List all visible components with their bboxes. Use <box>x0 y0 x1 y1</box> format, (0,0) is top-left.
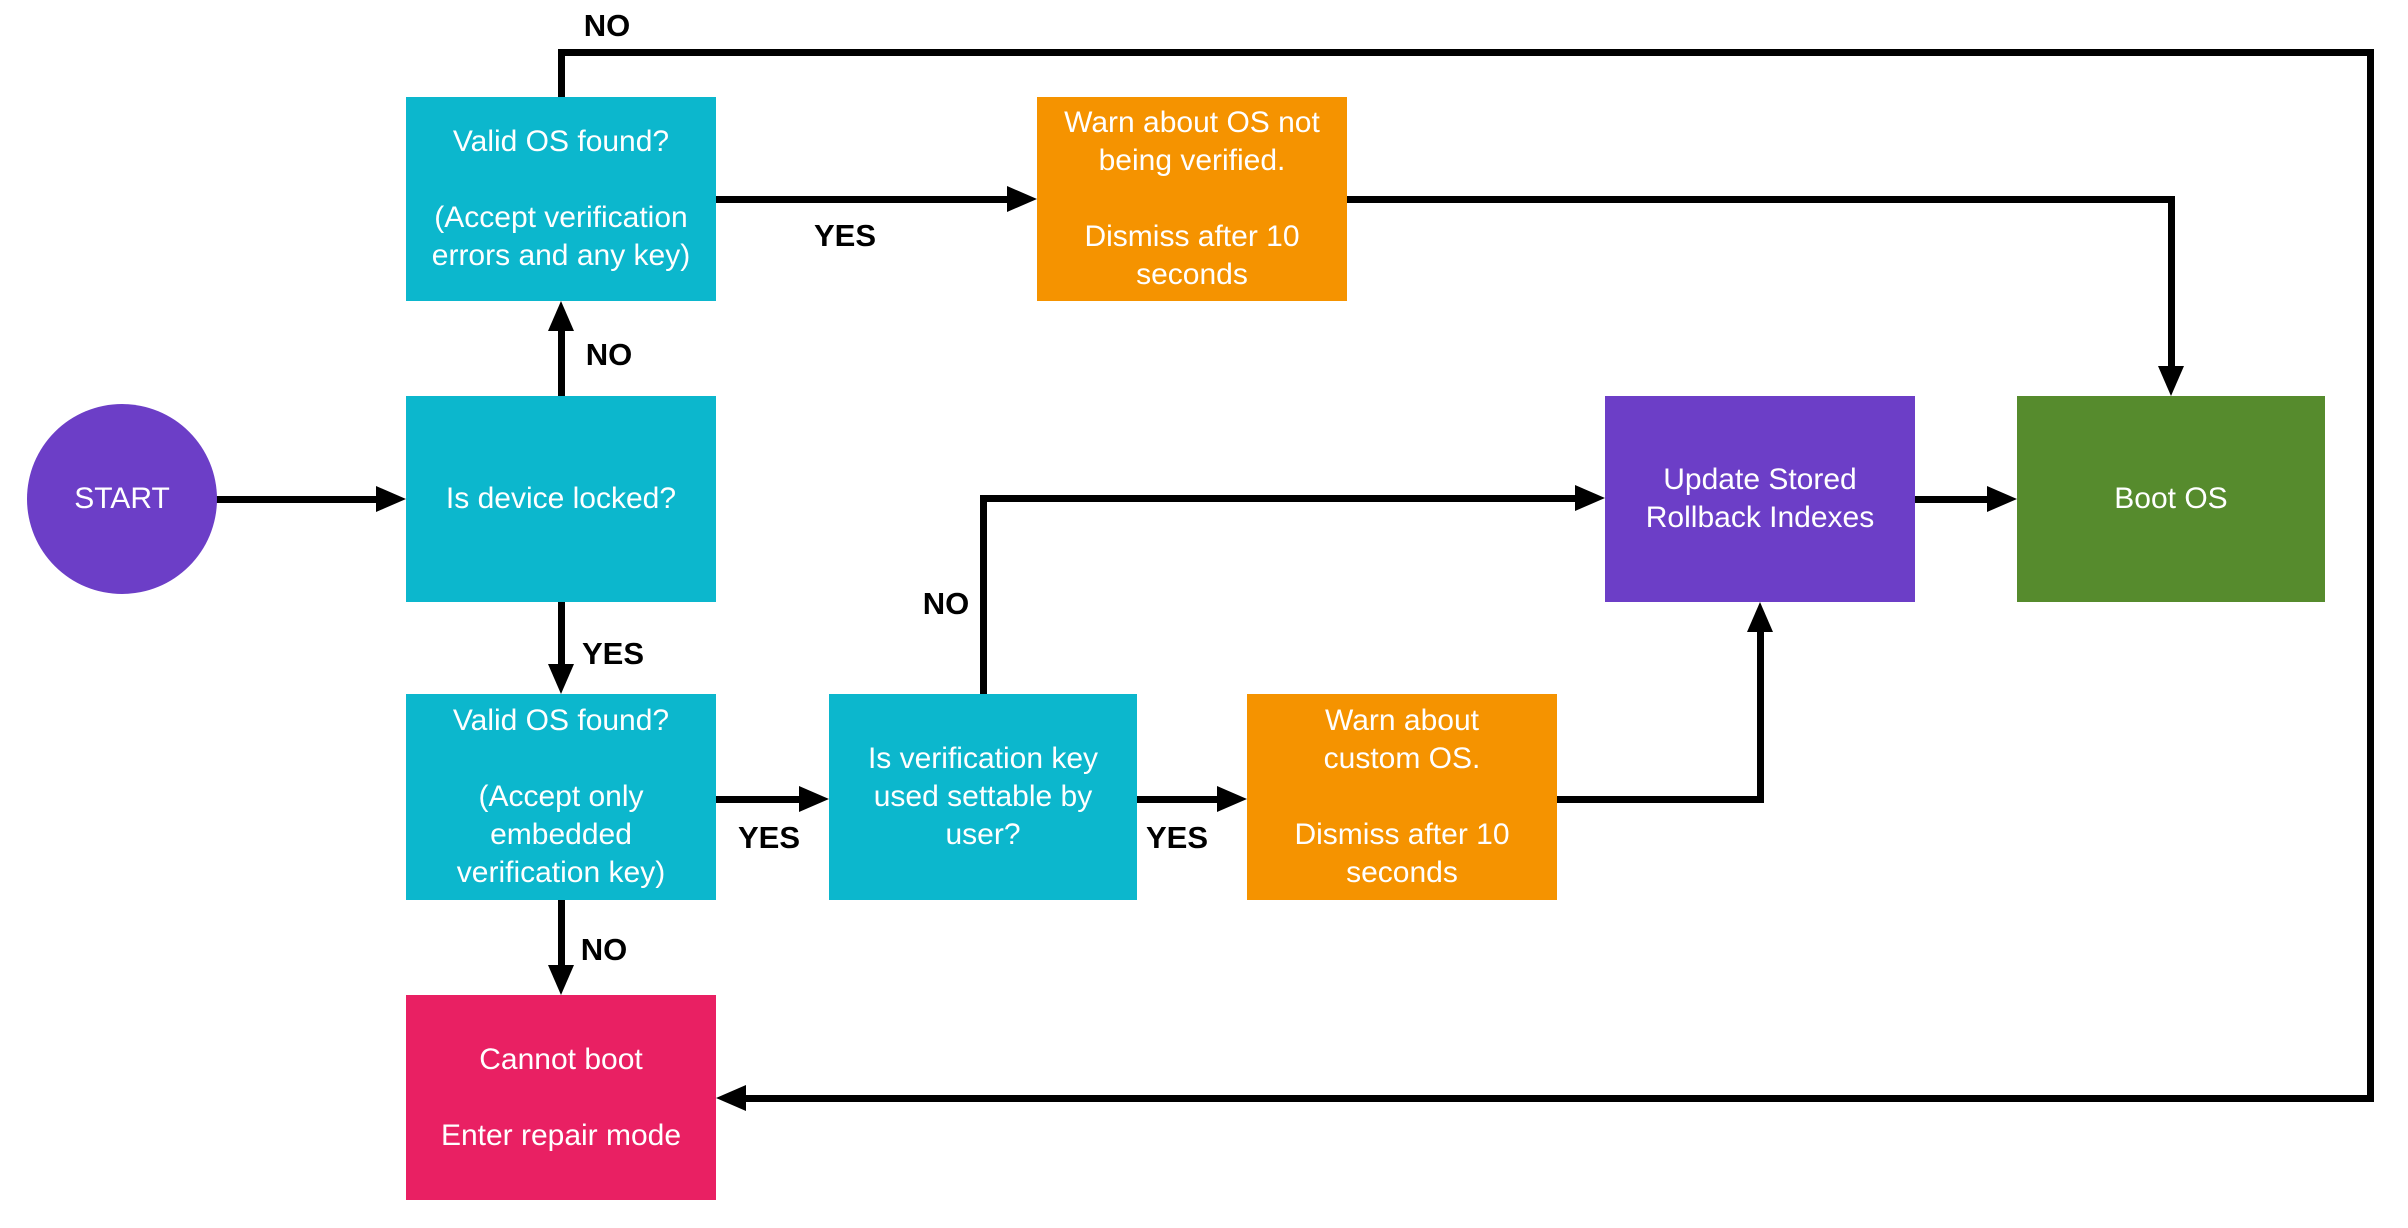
edge-label-embedded-no: NO <box>580 932 628 967</box>
node-warn-not-verified: Warn about OS not being verified. Dismis… <box>1037 97 1347 301</box>
edge-embedded-yes-arrowhead-icon <box>799 786 829 812</box>
node-cannot-boot: Cannot boot Enter repair mode <box>406 995 716 1200</box>
node-start-label: START <box>74 482 170 515</box>
edge-settable-no-horizontal-segment <box>979 494 1577 502</box>
edge-settable-yes-segment <box>1137 795 1219 803</box>
node-cannot-boot-label: Cannot boot Enter repair mode <box>440 1042 682 1152</box>
edge-embedded-no-segment <box>557 900 565 967</box>
edge-label-anykey-yes: YES <box>813 218 877 253</box>
edge-locked-yes-segment <box>557 602 565 666</box>
node-warn-not-verified-label: Warn about OS not being verified. Dismis… <box>1064 106 1320 291</box>
edge-notverified-boot-vertical-segment <box>2167 195 2175 368</box>
node-valid-os-embedded-key-label: Valid OS found? (Accept only embedded ve… <box>452 704 670 889</box>
edge-label-embedded-yes: YES <box>737 820 801 855</box>
edge-anykey-no-loop-top-segment <box>557 48 2374 56</box>
node-is-key-settable-label: Is verification key used settable by use… <box>867 742 1099 851</box>
edge-label-locked-yes: YES <box>581 636 645 671</box>
edge-locked-yes-arrowhead-icon <box>548 664 574 694</box>
edge-notverified-boot-horizontal-segment <box>1347 195 2175 203</box>
edge-label-settable-yes: YES <box>1145 820 1209 855</box>
edge-label-locked-no: NO <box>585 337 633 372</box>
edge-anykey-no-loop-right-segment <box>2366 48 2374 1102</box>
edge-start-locked-segment <box>216 495 376 503</box>
edge-label-settable-no: NO <box>922 586 970 621</box>
edge-rollback-boot-segment <box>1915 495 1989 503</box>
node-valid-os-any-key: Valid OS found? (Accept verification err… <box>406 97 716 301</box>
edge-custom-rollback-horizontal-segment <box>1557 795 1764 803</box>
node-is-device-locked: Is device locked? <box>406 396 716 602</box>
edge-anykey-no-loop-bottom-segment <box>746 1094 2374 1102</box>
edge-anykey-yes-segment <box>716 195 1009 203</box>
edge-anykey-yes-arrowhead-icon <box>1007 186 1037 212</box>
node-boot-os-label: Boot OS <box>2114 482 2228 515</box>
node-update-rollback: Update Stored Rollback Indexes <box>1605 396 1915 602</box>
edge-notverified-boot-arrowhead-icon <box>2158 366 2184 396</box>
node-valid-os-embedded-key: Valid OS found? (Accept only embedded ve… <box>406 694 716 900</box>
edge-custom-rollback-arrowhead-icon <box>1747 602 1773 632</box>
edge-embedded-no-arrowhead-icon <box>548 965 574 995</box>
edge-anykey-no-loop-stub-segment <box>557 48 565 98</box>
node-boot-os: Boot OS <box>2017 396 2325 602</box>
edge-locked-no-arrowhead-icon <box>548 301 574 331</box>
edge-locked-no-segment <box>557 329 565 396</box>
edge-anykey-no-loop-arrowhead-icon <box>716 1085 746 1111</box>
node-valid-os-any-key-label: Valid OS found? (Accept verification err… <box>431 125 691 272</box>
edge-settable-no-arrowhead-icon <box>1575 485 1605 511</box>
node-warn-custom-os-label: Warn about custom OS. Dismiss after 10 s… <box>1294 704 1510 889</box>
edge-custom-rollback-vertical-segment <box>1756 630 1764 803</box>
edge-settable-yes-arrowhead-icon <box>1217 786 1247 812</box>
node-is-device-locked-label: Is device locked? <box>445 482 677 515</box>
edge-label-anykey-no: NO <box>583 8 631 43</box>
node-is-key-settable: Is verification key used settable by use… <box>829 694 1137 900</box>
node-update-rollback-label: Update Stored Rollback Indexes <box>1645 463 1875 534</box>
node-warn-custom-os: Warn about custom OS. Dismiss after 10 s… <box>1247 694 1557 900</box>
edge-start-locked-arrowhead-icon <box>376 486 406 512</box>
edge-rollback-boot-arrowhead-icon <box>1987 486 2017 512</box>
edge-embedded-yes-segment <box>716 795 801 803</box>
node-start: START <box>27 404 217 594</box>
edge-settable-no-vertical-segment <box>979 494 987 694</box>
